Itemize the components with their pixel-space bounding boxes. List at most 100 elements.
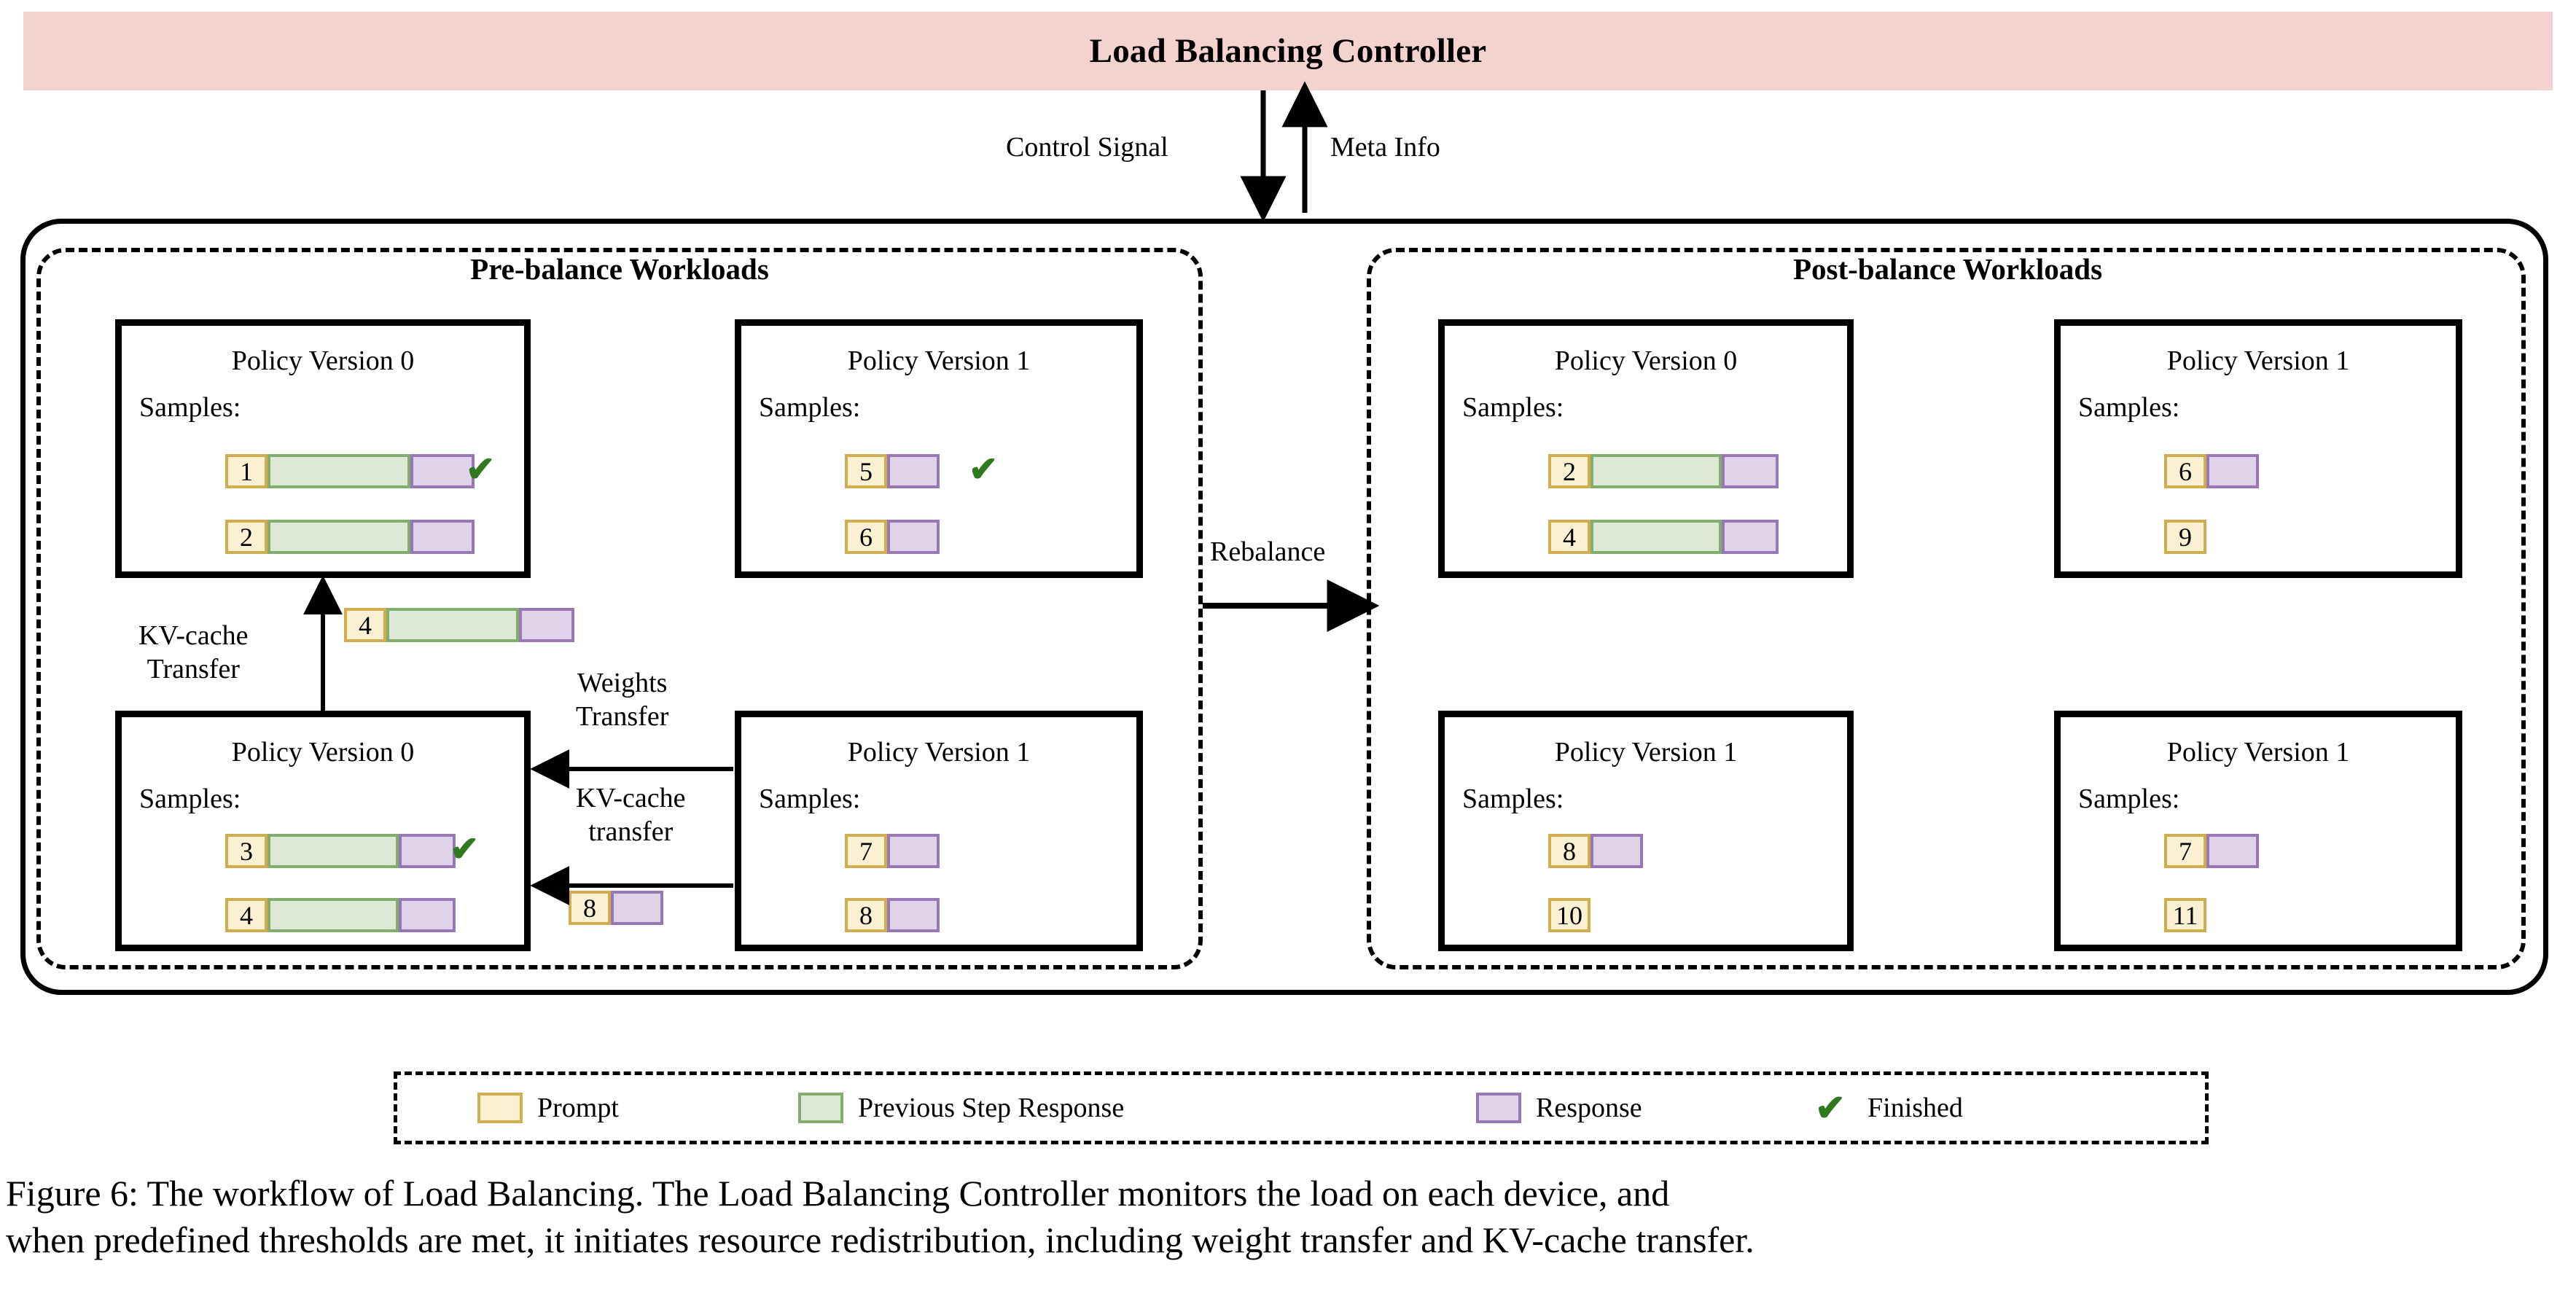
sample-response-segment: [410, 520, 475, 554]
device-pre-top-left[interactable]: Policy Version 0 Samples: 1 ✔ 2: [115, 319, 531, 578]
sample-prompt-segment: 6: [845, 520, 887, 554]
samples-label: Samples:: [759, 392, 861, 423]
control-signal-label: Control Signal: [1006, 132, 1168, 163]
weights-transfer-line2: Transfer: [576, 700, 669, 732]
legend: Prompt Previous Step Response Response ✔…: [394, 1071, 2209, 1144]
samples-label: Samples:: [2078, 784, 2180, 814]
sample-prompt-segment: 8: [569, 891, 611, 925]
sample-prompt-segment: 1: [225, 454, 268, 488]
kv-cache-transfer-up-line2: Transfer: [147, 653, 240, 684]
sample-response-segment: [519, 608, 574, 642]
device-title: Policy Version 1: [2166, 345, 2350, 376]
sample-prompt-segment: 7: [845, 834, 887, 868]
weights-transfer-line1: Weights: [577, 668, 668, 698]
caption-line-2: when predefined thresholds are met, it i…: [6, 1219, 1755, 1260]
sample-prompt-segment: 7: [2164, 834, 2206, 868]
sample-prompt-segment: 10: [1548, 898, 1591, 932]
sample-bar[interactable]: 5: [845, 454, 940, 488]
figure-caption: Figure 6: The workflow of Load Balancing…: [6, 1170, 2572, 1263]
sample-response-segment: [399, 898, 456, 932]
sample-bar[interactable]: 8: [1548, 834, 1643, 868]
sample-bar[interactable]: 2: [1548, 454, 1779, 488]
samples-label: Samples:: [139, 784, 241, 814]
finished-check-icon: ✔: [466, 450, 496, 489]
prompt-swatch-icon: [477, 1093, 523, 1123]
sample-bar[interactable]: 7: [845, 834, 940, 868]
device-title: Policy Version 0: [231, 345, 415, 376]
sample-bar[interactable]: 11: [2164, 898, 2206, 932]
sample-bar[interactable]: 10: [1548, 898, 1591, 932]
sample-prompt-segment: 2: [1548, 454, 1591, 488]
kv-cache-transfer-up-line1: KV-cache: [138, 620, 249, 651]
sample-response-segment: [887, 520, 940, 554]
sample-bar[interactable]: 4: [225, 898, 456, 932]
sample-bar[interactable]: 7: [2164, 834, 2259, 868]
samples-label: Samples:: [1462, 392, 1564, 423]
sample-bar[interactable]: 4: [1548, 520, 1779, 554]
sample-previous-segment: [1591, 520, 1722, 554]
device-post-top-right[interactable]: Policy Version 1 Samples: 6 9: [2054, 319, 2462, 578]
kv-cache-transfer-side-line1: KV-cache: [576, 783, 686, 813]
sample-prompt-segment: 4: [1548, 520, 1591, 554]
legend-label: Finished: [1867, 1093, 1963, 1123]
sample-bar[interactable]: 3: [225, 834, 456, 868]
kv-cache-transfer-up-label: KV-cache Transfer: [138, 620, 249, 686]
post-balance-panel-title: Post-balance Workloads: [1792, 252, 2103, 286]
sample-previous-segment: [386, 608, 519, 642]
legend-item-finished: ✔ Finished: [1815, 1090, 1963, 1126]
in-flight-sample-bar-4[interactable]: 4: [344, 608, 574, 642]
sample-bar[interactable]: 6: [2164, 454, 2259, 488]
device-title: Policy Version 1: [847, 345, 1031, 376]
sample-response-segment: [1722, 454, 1779, 488]
rebalance-label: Rebalance: [1210, 536, 1326, 567]
sample-bar[interactable]: 6: [845, 520, 940, 554]
load-balancing-controller-banner: Load Balancing Controller: [23, 12, 2553, 90]
legend-label: Response: [1536, 1093, 1642, 1123]
sample-prompt-segment: 4: [344, 608, 386, 642]
sample-bar[interactable]: 8: [845, 898, 940, 932]
device-post-top-left[interactable]: Policy Version 0 Samples: 2 4: [1438, 319, 1854, 578]
sample-prompt-segment: 11: [2164, 898, 2206, 932]
pre-balance-panel-title: Pre-balance Workloads: [470, 252, 769, 286]
device-pre-bottom-right[interactable]: Policy Version 1 Samples: 7 8: [735, 711, 1143, 951]
samples-label: Samples:: [1462, 784, 1564, 814]
sample-bar[interactable]: 1: [225, 454, 475, 488]
in-flight-sample-bar-8[interactable]: 8: [569, 891, 663, 925]
sample-response-segment: [399, 834, 456, 868]
sample-response-segment: [887, 898, 940, 932]
sample-response-segment: [887, 834, 940, 868]
sample-response-segment: [2206, 834, 2259, 868]
legend-item-response: Response: [1476, 1092, 1642, 1124]
sample-previous-segment: [268, 834, 399, 868]
sample-response-segment: [887, 454, 940, 488]
sample-prompt-segment: 6: [2164, 454, 2206, 488]
legend-item-previous-step-response: Previous Step Response: [798, 1092, 1124, 1124]
kv-cache-transfer-side-label: KV-cache transfer: [576, 782, 686, 848]
samples-label: Samples:: [139, 392, 241, 423]
device-title: Policy Version 0: [231, 737, 415, 768]
samples-label: Samples:: [759, 784, 861, 814]
sample-previous-segment: [268, 898, 399, 932]
device-post-bottom-right[interactable]: Policy Version 1 Samples: 7 11: [2054, 711, 2462, 951]
sample-prompt-segment: 4: [225, 898, 268, 932]
sample-prompt-segment: 2: [225, 520, 268, 554]
finished-check-icon: ✔: [969, 450, 999, 489]
sample-bar[interactable]: 2: [225, 520, 475, 554]
kv-cache-transfer-side-line2: transfer: [588, 816, 674, 847]
sample-prompt-segment: 9: [2164, 520, 2206, 554]
device-pre-top-right[interactable]: Policy Version 1 Samples: 5 ✔ 6: [735, 319, 1143, 578]
samples-label: Samples:: [2078, 392, 2180, 423]
pre-balance-panel: [36, 248, 1203, 969]
sample-prompt-segment: 8: [1548, 834, 1591, 868]
caption-line-1: Figure 6: The workflow of Load Balancing…: [6, 1173, 1670, 1214]
legend-label: Previous Step Response: [858, 1093, 1125, 1123]
sample-previous-segment: [268, 520, 410, 554]
device-title: Policy Version 1: [1554, 737, 1738, 768]
sample-bar[interactable]: 9: [2164, 520, 2206, 554]
sample-response-segment: [2206, 454, 2259, 488]
device-pre-bottom-left[interactable]: Policy Version 0 Samples: 3 ✔ 4: [115, 711, 531, 951]
device-post-bottom-left[interactable]: Policy Version 1 Samples: 8 10: [1438, 711, 1854, 951]
sample-response-segment: [410, 454, 475, 488]
legend-label: Prompt: [537, 1093, 619, 1123]
sample-response-segment: [611, 891, 663, 925]
